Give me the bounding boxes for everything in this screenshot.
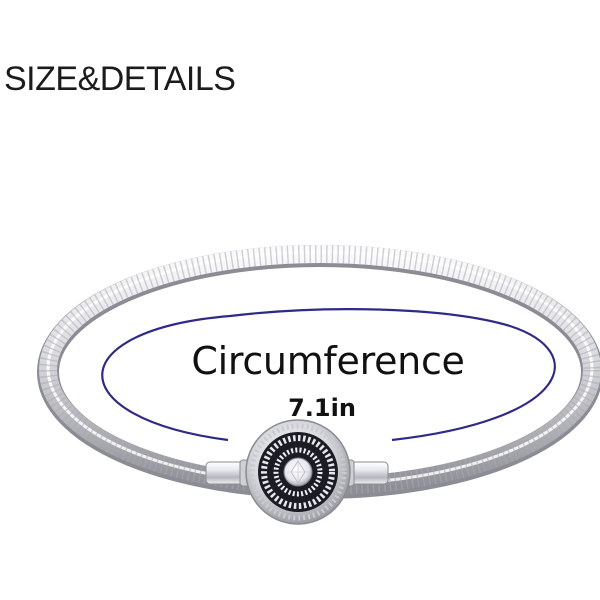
page-title: SIZE&DETAILS [4,60,236,98]
left-barrel-clasp-end [205,459,251,487]
circumference-label: Circumference [191,339,465,383]
circumference-value: 7.1in [288,394,356,422]
halo-clasp [245,419,351,525]
circumference-indicator [101,308,556,442]
